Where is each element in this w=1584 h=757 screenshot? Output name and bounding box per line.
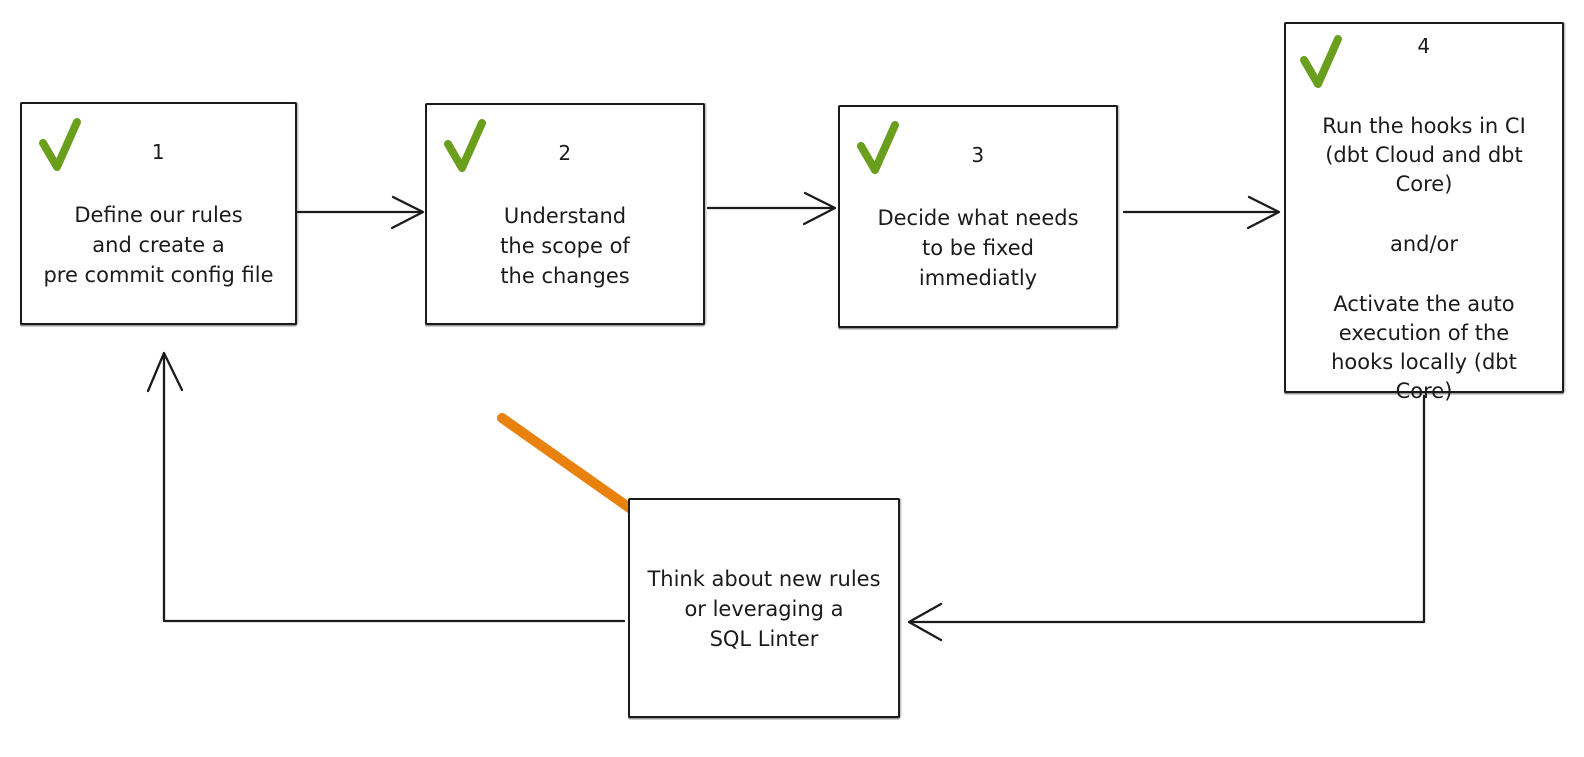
step-box-4: 4 Run the hooks in CI (dbt Cloud and dbt… (1284, 22, 1564, 403)
step-text: Decide what needs to be fixed immediatly (877, 206, 1079, 290)
step-box-2: 2 Understand the scope of the changes (425, 103, 705, 325)
step4-connector-label: and/or (1389, 232, 1459, 256)
loop-box-text: Think about new rules or leveraging a SQ… (647, 567, 881, 651)
check-icon (39, 118, 81, 171)
step-box-3: 3 Decide what needs to be fixed immediat… (838, 105, 1118, 328)
step-number: 1 (151, 140, 166, 164)
step-box-1: 1 Define our rules and create a pre comm… (20, 102, 297, 325)
step4-local-lines: Activate the auto execution of the hooks… (1331, 292, 1517, 403)
arrow-step3-to-step4-icon (1122, 195, 1281, 230)
arrow-loop-box-to-step1-icon (146, 351, 626, 623)
check-icon (1300, 35, 1342, 88)
arrow-step2-to-step3-icon (706, 191, 837, 226)
arrow-step1-to-step2-icon (296, 195, 425, 230)
arrow-step4-to-loop-box-icon (907, 394, 1426, 642)
check-icon (444, 119, 486, 172)
step-text: Run the hooks in CI (dbt Cloud and dbt C… (1286, 112, 1562, 406)
loop-box: Think about new rules or leveraging a SQ… (628, 498, 900, 718)
step-text: Define our rules and create a pre commit… (43, 203, 274, 287)
step-number: 4 (1417, 34, 1431, 58)
step-number: 3 (971, 143, 985, 167)
check-icon (857, 121, 899, 174)
step-text: Understand the scope of the changes (500, 204, 630, 288)
step4-ci-lines: Run the hooks in CI (dbt Cloud and dbt C… (1322, 114, 1526, 196)
step-number: 2 (558, 141, 572, 165)
